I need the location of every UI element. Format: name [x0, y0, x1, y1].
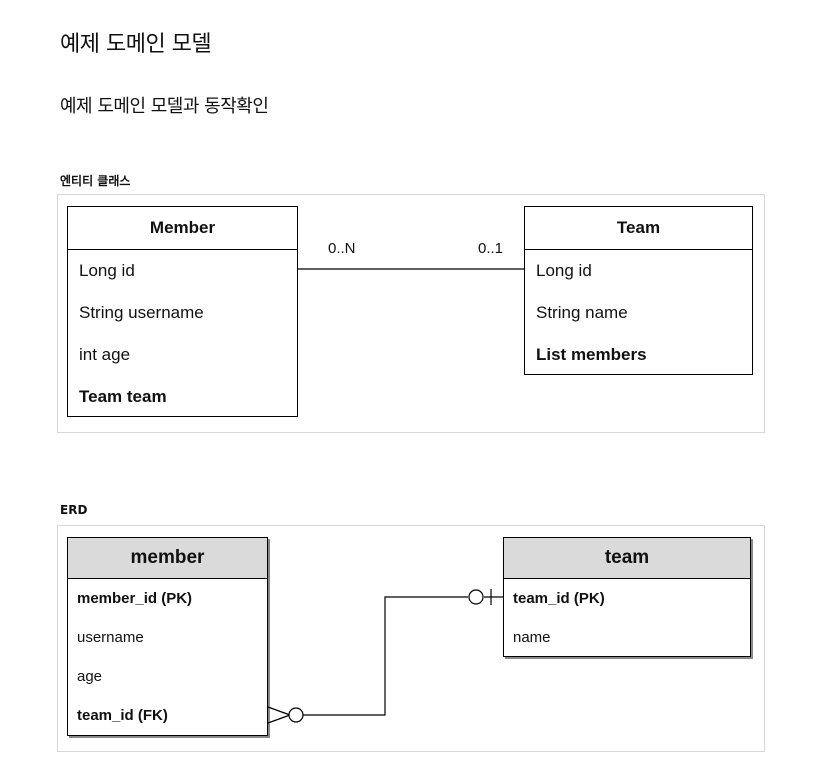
- team-field-id: Long id: [536, 261, 592, 280]
- team-class-title: Team: [525, 207, 752, 250]
- member-field-username: String username: [79, 303, 204, 322]
- member-entity-title: member: [68, 538, 267, 579]
- relationship-line: [298, 596, 468, 716]
- member-field-age: int age: [79, 345, 131, 364]
- crows-foot-lower: [267, 714, 291, 724]
- class-diagram-heading: 엔티티 클래스: [60, 174, 131, 188]
- erd-heading: ERD: [60, 503, 88, 517]
- member-field-id: Long id: [79, 261, 135, 280]
- member-class-title: Member: [68, 207, 297, 250]
- member-column-age: age: [77, 668, 103, 685]
- team-column-team-id: team_id (PK): [513, 590, 605, 607]
- multiplicity-team-side: 0..1: [478, 240, 504, 257]
- page-title: 예제 도메인 모델: [60, 32, 212, 57]
- member-column-username: username: [77, 629, 144, 646]
- team-entity-box: team team_id (PK) name: [503, 537, 751, 657]
- crows-foot-upper: [267, 706, 291, 716]
- member-field-team: Team team: [79, 387, 167, 406]
- member-column-member-id: member_id (PK): [77, 590, 193, 607]
- zero-or-one-circle: [468, 589, 484, 605]
- team-column-name: name: [513, 629, 551, 646]
- team-field-members: List members: [536, 345, 647, 364]
- member-column-team-id: team_id (FK): [77, 707, 168, 724]
- zero-or-many-circle: [288, 707, 304, 723]
- member-entity-box: member member_id (PK) username age team_…: [67, 537, 268, 736]
- member-class-box: Member Long id String username int age T…: [67, 206, 298, 417]
- team-field-name: String name: [536, 303, 628, 322]
- multiplicity-member-side: 0..N: [328, 240, 356, 257]
- team-class-box: Team Long id String name List members: [524, 206, 753, 375]
- team-entity-title: team: [504, 538, 750, 579]
- page-subtitle: 예제 도메인 모델과 동작확인: [60, 96, 269, 117]
